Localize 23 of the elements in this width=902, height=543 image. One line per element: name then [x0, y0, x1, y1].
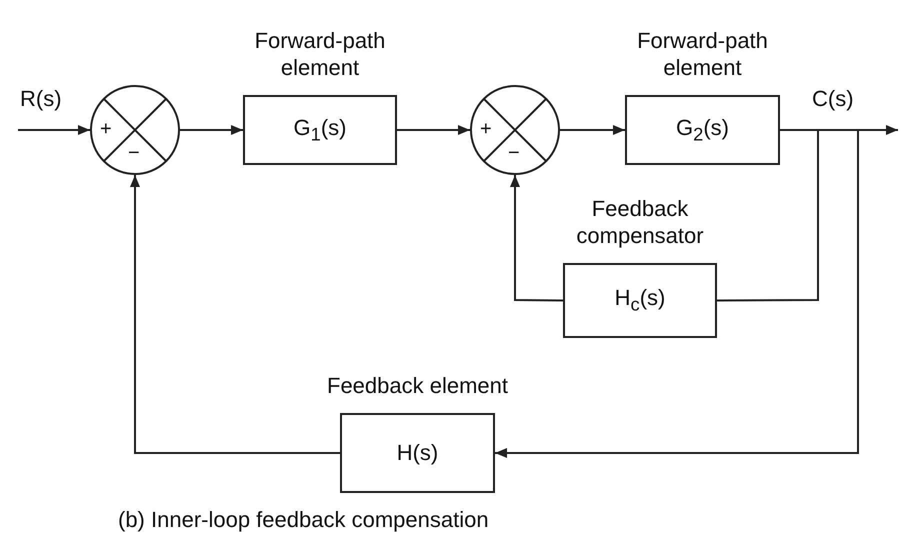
arrow: [130, 175, 340, 454]
sign-symbol: +: [100, 119, 112, 139]
sign-symbol: −: [128, 143, 140, 163]
summing-junction: [90, 85, 180, 175]
block-heading: Forward-path element: [636, 28, 769, 81]
arrow: [495, 129, 859, 458]
connector-line: [717, 129, 819, 302]
caption: (b) Inner-loop feedback compensation: [118, 507, 489, 533]
arrow: [18, 125, 90, 135]
transfer-function: G$_{2}$(s): [676, 114, 729, 146]
summing-junction: [470, 85, 560, 175]
arrow: [560, 125, 625, 135]
sign-symbol: −: [508, 143, 520, 163]
block-heading: Feedback compensator: [575, 196, 705, 249]
transfer-function: G$_{1}$(s): [294, 114, 346, 146]
arrow: [510, 175, 564, 302]
arrow: [180, 125, 243, 135]
transfer-function: H$_{c}$(s): [614, 285, 666, 316]
block-heading: Forward-path element: [254, 28, 386, 81]
transfer-function: H(s): [396, 440, 438, 466]
block-heading: Feedback element: [326, 372, 509, 399]
sign-symbol: +: [480, 119, 492, 139]
arrow: [397, 125, 470, 135]
